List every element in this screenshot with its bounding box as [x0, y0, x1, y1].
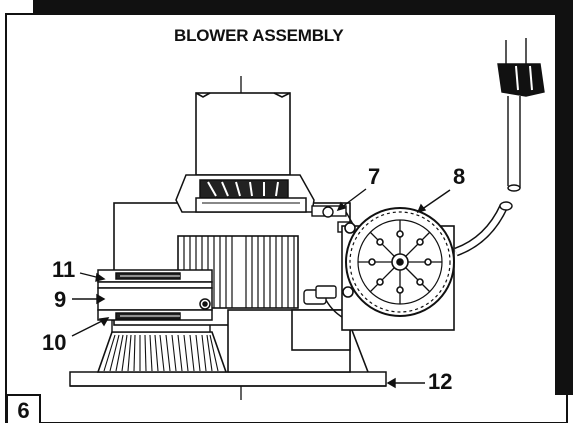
inducer-collar — [175, 174, 315, 213]
callout-10: 10 — [42, 330, 67, 355]
figure-number-box: 6 — [6, 394, 41, 423]
callout-8: 8 — [453, 164, 466, 189]
page-frame — [5, 0, 573, 423]
base-plate — [69, 371, 387, 387]
mounting-rings — [97, 269, 213, 321]
diagram-title: BLOWER ASSEMBLY — [174, 26, 344, 45]
exhaust-cylinder — [195, 92, 291, 176]
figure-number: 6 — [17, 398, 30, 423]
leader-lines — [71, 188, 451, 389]
blower-wheel — [96, 319, 228, 373]
callout-7: 7 — [368, 164, 381, 189]
callout-9: 9 — [54, 287, 67, 312]
power-cord — [454, 201, 513, 257]
control-module-wheel — [341, 207, 455, 331]
callout-12: 12 — [428, 369, 453, 394]
power-plug — [497, 38, 545, 192]
callout-11: 11 — [52, 257, 76, 282]
